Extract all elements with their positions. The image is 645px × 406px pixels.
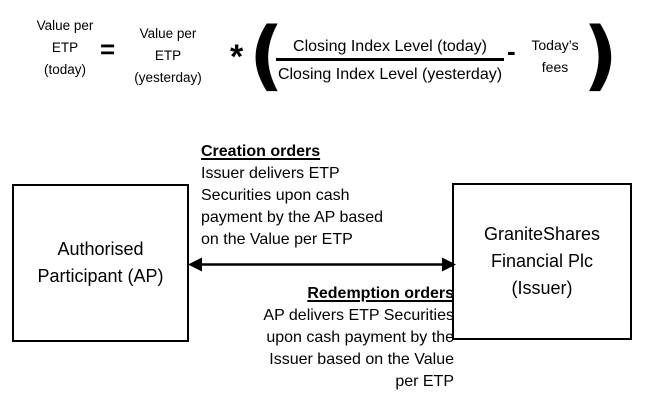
- ap-label-line-1: Authorised: [57, 239, 144, 259]
- redemption-body-line-4: per ETP: [395, 373, 454, 390]
- fraction-bar: [276, 58, 504, 61]
- redemption-orders-block: Redemption orders AP delivers ETP Securi…: [198, 283, 454, 393]
- formula-lhs-line-3: (today): [43, 62, 87, 77]
- creation-orders-block: Creation orders Issuer delivers ETP Secu…: [201, 141, 463, 251]
- authorised-participant-label: Authorised Participant (AP): [37, 236, 163, 290]
- issuer-box: GraniteShares Financial Plc (Issuer): [452, 183, 632, 340]
- creation-orders-title: Creation orders: [201, 143, 321, 160]
- multiplication-sign: *: [230, 38, 244, 76]
- redemption-orders-title: Redemption orders: [307, 285, 454, 302]
- formula-rhs-value-per-etp-yesterday: Value per ETP (yesterday): [127, 23, 209, 89]
- creation-body-line-1: Issuer delivers ETP: [201, 165, 340, 182]
- close-parenthesis: ): [583, 10, 618, 99]
- issuer-label-line-3: (Issuer): [511, 278, 573, 298]
- issuer-label-line-1: GraniteShares: [483, 224, 601, 244]
- creation-body-line-3: payment by the AP based: [201, 209, 384, 226]
- fraction-denominator: Closing Index Level (yesterday): [277, 66, 503, 83]
- fees-line-1: Today’s: [531, 37, 579, 53]
- formula-rhs-line-2: ETP: [154, 48, 182, 63]
- issuer-label: GraniteShares Financial Plc (Issuer): [484, 221, 600, 302]
- redemption-body-line-1: AP delivers ETP Securities: [263, 307, 454, 324]
- issuer-label-line-2: Financial Plc: [490, 251, 594, 271]
- formula-rhs-line-1: Value per: [139, 26, 197, 41]
- formula-lhs-line-2: ETP: [51, 40, 79, 55]
- redemption-body-line-2: upon cash payment by the: [266, 329, 454, 346]
- authorised-participant-box: Authorised Participant (AP): [12, 184, 189, 342]
- formula-lhs-value-per-etp-today: Value per ETP (today): [20, 15, 110, 81]
- creation-body-line-2: Securities upon cash: [201, 187, 350, 204]
- creation-body-line-4: on the Value per ETP: [201, 231, 353, 248]
- open-parenthesis: (: [249, 10, 284, 99]
- double-headed-arrow: [188, 257, 456, 272]
- formula-lhs-line-1: Value per: [36, 18, 94, 33]
- fraction-numerator: Closing Index Level (today): [293, 38, 487, 55]
- fees-line-2: fees: [541, 59, 569, 75]
- formula-rhs-line-3: (yesterday): [134, 70, 202, 85]
- index-level-fraction: Closing Index Level (today) Closing Inde…: [276, 36, 504, 86]
- ap-label-line-2: Participant (AP): [37, 266, 164, 286]
- equals-sign: =: [100, 34, 116, 64]
- minus-sign: -: [507, 36, 516, 66]
- redemption-body-line-3: Issuer based on the Value: [269, 351, 454, 368]
- todays-fees-term: Today’s fees: [520, 34, 590, 78]
